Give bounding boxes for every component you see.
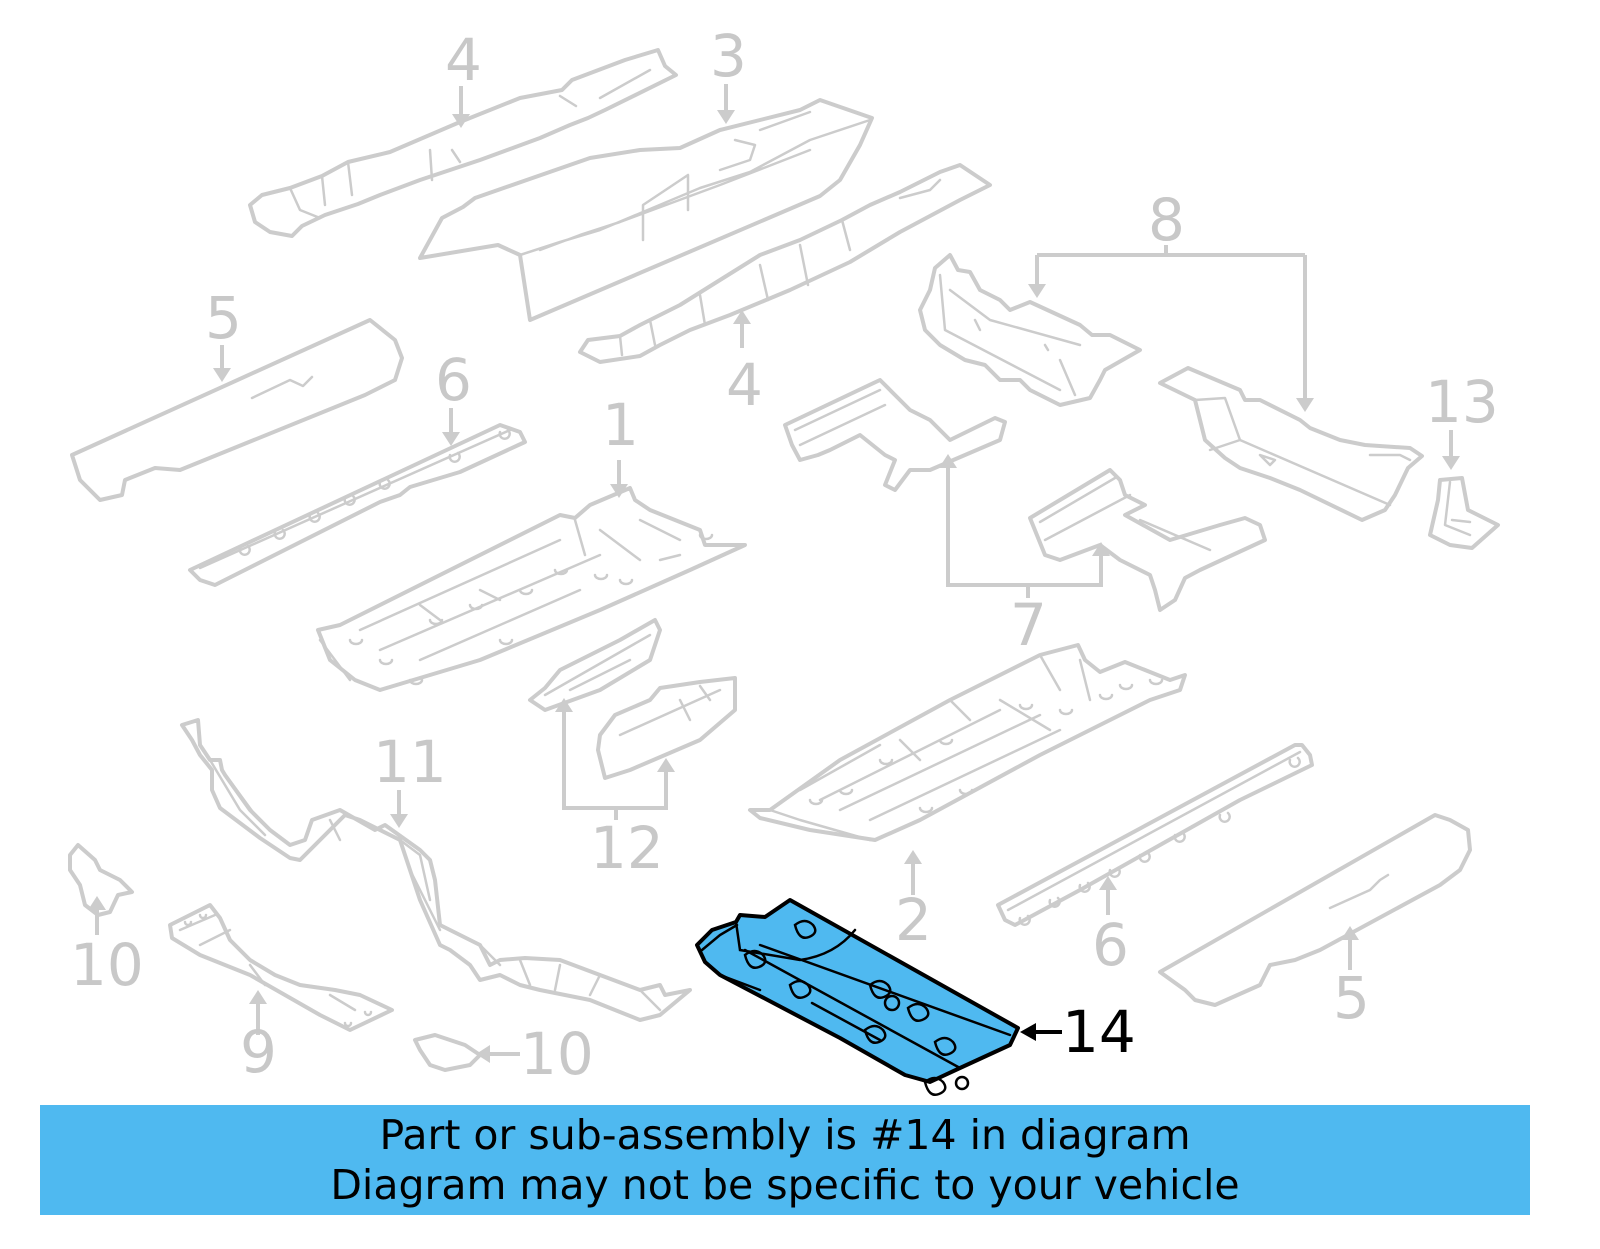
arrowhead-8-right [1296,398,1314,412]
arrowhead-8-left [1028,284,1046,298]
part-2[interactable] [748,643,1187,842]
part-11[interactable] [180,718,692,1022]
part-10-left[interactable] [68,843,134,917]
arrowhead-2 [904,850,922,864]
arrowhead-3 [717,110,735,124]
callout-6-left[interactable]: 6 [435,346,472,414]
callout-10-bottom[interactable]: 10 [520,1020,594,1088]
arrowhead-1 [610,484,628,498]
part-12[interactable] [528,618,737,780]
callout-3[interactable]: 3 [710,22,747,90]
arrowhead-10-left [88,896,106,910]
leader-7 [946,462,1103,598]
part-1[interactable] [316,486,747,692]
callout-9[interactable]: 9 [240,1018,277,1086]
arrowhead-6-left [442,432,460,446]
part-13[interactable] [1428,476,1500,550]
part-5-left[interactable] [70,318,404,502]
part-3[interactable] [418,98,874,322]
arrowhead-12-right [657,758,675,772]
part-8-left[interactable] [918,253,1142,407]
leader-8 [1035,245,1307,405]
part-9[interactable] [168,903,394,1032]
callout-13[interactable]: 13 [1425,368,1499,436]
arrowhead-9 [249,990,267,1004]
callout-5-right[interactable]: 5 [1333,964,1370,1032]
callout-4-mid[interactable]: 4 [726,351,763,419]
banner-line-disclaimer: Diagram may not be specific to your vehi… [330,1161,1240,1209]
callout-14[interactable]: 14 [1062,998,1136,1066]
arrowhead-11 [390,814,408,828]
part-4-mid[interactable] [578,163,992,364]
part-7-upper[interactable] [783,378,1007,492]
part-5-right[interactable] [1158,813,1472,1007]
arrowhead-6-right [1099,876,1117,890]
leader-12 [562,707,668,820]
arrowhead-13 [1442,456,1460,470]
callout-4-top[interactable]: 4 [445,26,482,94]
part-info-banner: Part or sub-assembly is #14 in diagram D… [40,1105,1530,1215]
arrowhead-7-right [1092,542,1110,556]
callout-6-right[interactable]: 6 [1092,911,1129,979]
arrowhead-5-left [213,368,231,382]
part-14-highlighted[interactable] [695,898,1020,1096]
part-8-right[interactable] [1158,366,1424,522]
part-4-top[interactable] [248,48,678,238]
part-7-lower[interactable] [1028,468,1267,612]
callout-2[interactable]: 2 [895,886,932,954]
callout-1[interactable]: 1 [602,391,639,459]
part-6-left[interactable] [188,423,527,587]
callout-7[interactable]: 7 [1010,591,1047,659]
callout-11[interactable]: 11 [373,728,447,796]
arrowhead-7-left [939,454,957,468]
arrowhead-12-left [555,698,573,712]
arrowhead-14 [1020,1023,1036,1041]
arrowhead-10-bottom [476,1045,490,1063]
callout-8[interactable]: 8 [1148,186,1185,254]
arrowhead-5-right [1341,926,1359,940]
arrowhead-4-mid [733,310,751,324]
banner-line-part-number: Part or sub-assembly is #14 in diagram [379,1111,1191,1159]
callout-10-left[interactable]: 10 [70,931,144,999]
part-10-bottom[interactable] [413,1033,482,1072]
part-6-right[interactable] [996,743,1314,927]
callout-5-left[interactable]: 5 [205,284,242,352]
arrowhead-4-top [452,114,470,128]
callout-12[interactable]: 12 [590,814,664,882]
